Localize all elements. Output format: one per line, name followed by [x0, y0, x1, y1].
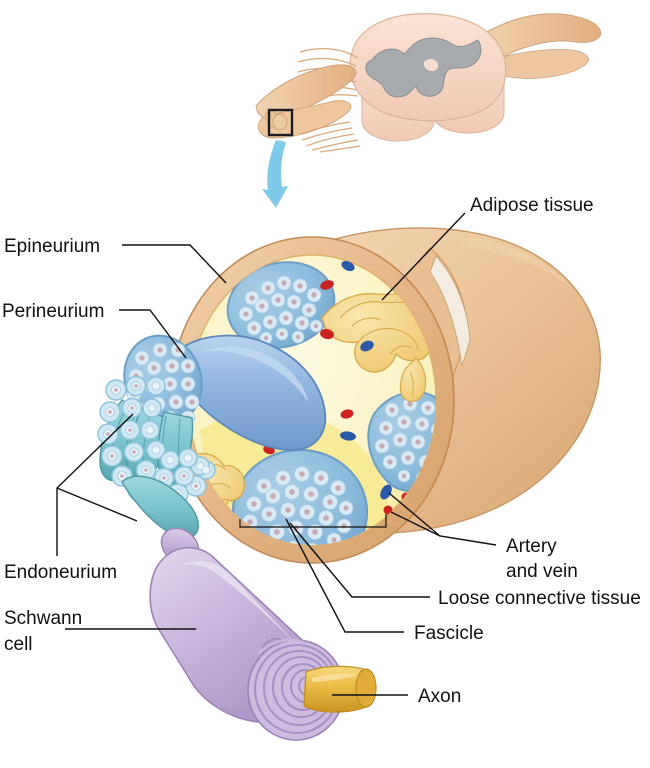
spinal-cord-inset — [255, 13, 602, 208]
adipose-tissue — [321, 292, 433, 402]
endoneurium-neck — [121, 475, 199, 540]
right-root-branch — [497, 49, 589, 79]
axon-highlight — [312, 673, 358, 682]
adipose-lobule-lines — [339, 301, 419, 355]
label-loose-connective-tissue: Loose connective tissue — [438, 588, 641, 609]
axon-cut-end — [355, 668, 377, 708]
leader-adipose — [381, 212, 466, 301]
axon-cores — [243, 280, 319, 341]
label-schwann-cell-line2: cell — [4, 634, 33, 655]
vein — [340, 431, 356, 441]
artery — [320, 280, 334, 290]
nerve-cross-section — [169, 236, 455, 564]
fascicle-bracket — [239, 514, 387, 528]
protruding-fascicle — [97, 334, 327, 540]
leader-epineurium — [122, 244, 227, 284]
nerve-in-box — [272, 113, 288, 131]
vein — [380, 484, 392, 500]
gray-matter — [365, 37, 482, 98]
label-axon: Axon — [418, 686, 461, 707]
leader-artery — [390, 511, 441, 537]
label-schwann-cell-line1: Schwann — [4, 608, 82, 629]
label-endoneurium: Endoneurium — [4, 562, 117, 583]
trunk-highlight — [456, 237, 574, 292]
magnified-region-box — [267, 108, 294, 137]
zoom-arrow-icon — [262, 140, 288, 208]
schwann-cell-axon — [149, 527, 377, 741]
label-fascicle: Fascicle — [414, 623, 484, 644]
label-artery-line1: Artery — [506, 536, 557, 557]
label-epineurium: Epineurium — [4, 236, 100, 257]
leader-fascicle — [285, 518, 404, 633]
leader-perineurium — [119, 309, 187, 359]
perineurium-highlight — [202, 346, 308, 402]
artery — [340, 409, 354, 419]
vein — [360, 340, 374, 352]
artery — [320, 328, 334, 340]
fascicle-upper-left — [226, 261, 336, 349]
right-spinal-root — [469, 13, 602, 61]
cut-flap-edge — [429, 255, 471, 367]
leader-endoneurium-lower — [56, 487, 138, 522]
nerve-fiber-ends — [97, 375, 216, 507]
label-artery-line2: and vein — [506, 561, 578, 582]
label-perineurium: Perineurium — [2, 301, 104, 322]
vein — [341, 260, 355, 272]
label-adipose-tissue: Adipose tissue — [470, 195, 594, 216]
myelin-outer-edge — [256, 638, 307, 656]
endoneurium-fibers — [97, 375, 216, 540]
artery — [383, 505, 393, 515]
central-canal — [423, 59, 439, 71]
leader-loose-connective — [289, 522, 430, 598]
rootlets-lower-left — [299, 121, 361, 153]
